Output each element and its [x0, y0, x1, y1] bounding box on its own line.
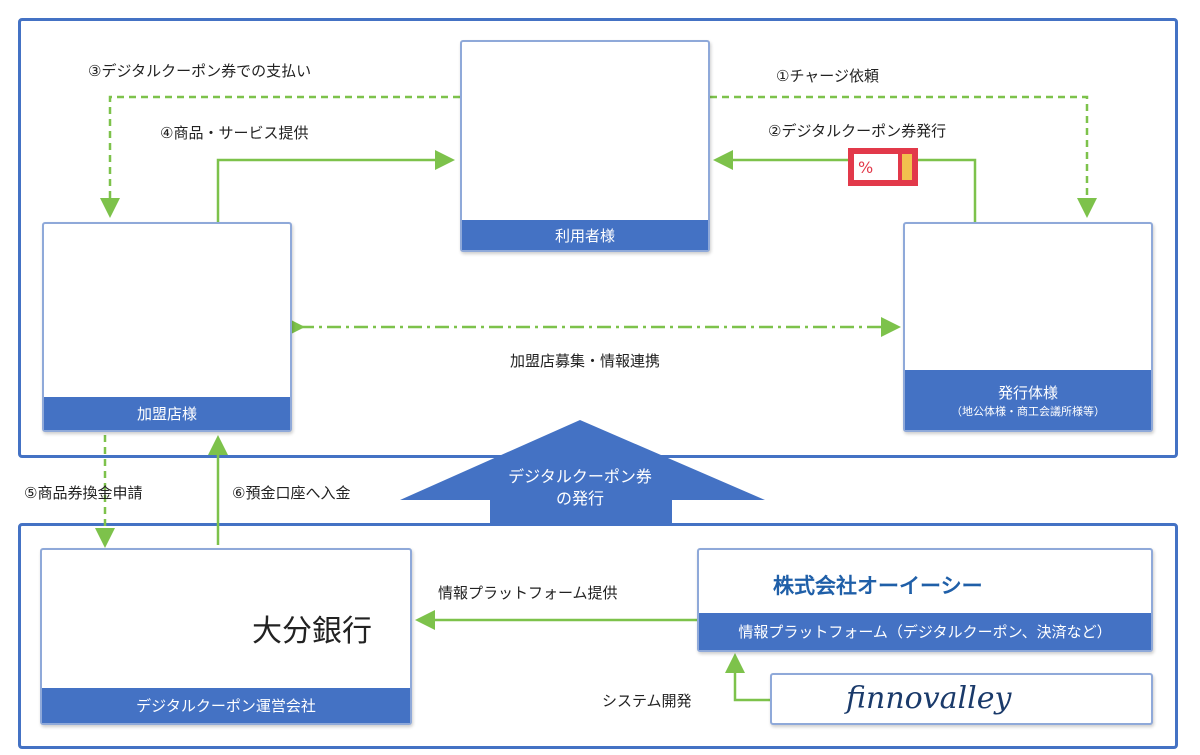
- issue-big-arrow: [400, 420, 765, 525]
- flow-label-platform: 情報プラットフォーム提供: [438, 584, 618, 602]
- bank-name: 大分銀行: [252, 614, 372, 649]
- flow-label-recruit: 加盟店募集・情報連携: [510, 352, 661, 370]
- svg-text:%: %: [858, 158, 873, 177]
- store-node: 加盟店様: [42, 222, 292, 432]
- finnovalley-name: finnovalley: [846, 681, 1012, 716]
- store-label: 加盟店様: [44, 397, 290, 430]
- arrow-system: [725, 653, 770, 702]
- flow-label-deposit: ⑥預金口座へ入金: [232, 484, 351, 502]
- flow-label-payment: ③デジタルクーポン券での支払い: [88, 62, 312, 80]
- issuer-sublabel: （地公体様・商工会議所様等）: [951, 404, 1105, 418]
- coupon-ticket-icon: %: [848, 148, 918, 186]
- oec-node: 株式会社オーイーシー 情報プラットフォーム（デジタルクーポン、決済など）: [697, 548, 1153, 652]
- flow-label-charge: ①チャージ依頼: [776, 67, 879, 85]
- bank-node: 大分銀行 デジタルクーポン運営会社: [40, 548, 412, 725]
- flow-label-system: システム開発: [602, 692, 692, 710]
- arrow-goods: [216, 150, 455, 222]
- issue-label-line1: デジタルクーポン券: [508, 467, 652, 486]
- oec-name: 株式会社オーイーシー: [773, 574, 983, 598]
- user-node: 利用者様: [460, 40, 710, 252]
- oec-role-label: 情報プラットフォーム（デジタルクーポン、決済など）: [699, 613, 1151, 650]
- issuer-node: 発行体様 （地公体様・商工会議所様等）: [903, 222, 1153, 432]
- finnovalley-node: finnovalley: [770, 673, 1153, 725]
- bank-role-label: デジタルクーポン運営会社: [42, 688, 410, 723]
- issue-label-line2: の発行: [555, 489, 604, 508]
- flow-label-goods: ④商品・サービス提供: [160, 124, 309, 142]
- arrow-coupon-issue: [713, 150, 977, 222]
- issue-arrow-label: デジタルクーポン券の発行: [470, 466, 690, 510]
- flow-label-coupon-issue: ②デジタルクーポン券発行: [768, 122, 947, 140]
- flow-label-redeem: ⑤商品券換金申請: [24, 484, 143, 502]
- arrow-charge: [710, 95, 1097, 218]
- user-label: 利用者様: [462, 220, 708, 250]
- arrow-payment: [100, 95, 460, 218]
- issuer-label: 発行体様: [997, 383, 1058, 402]
